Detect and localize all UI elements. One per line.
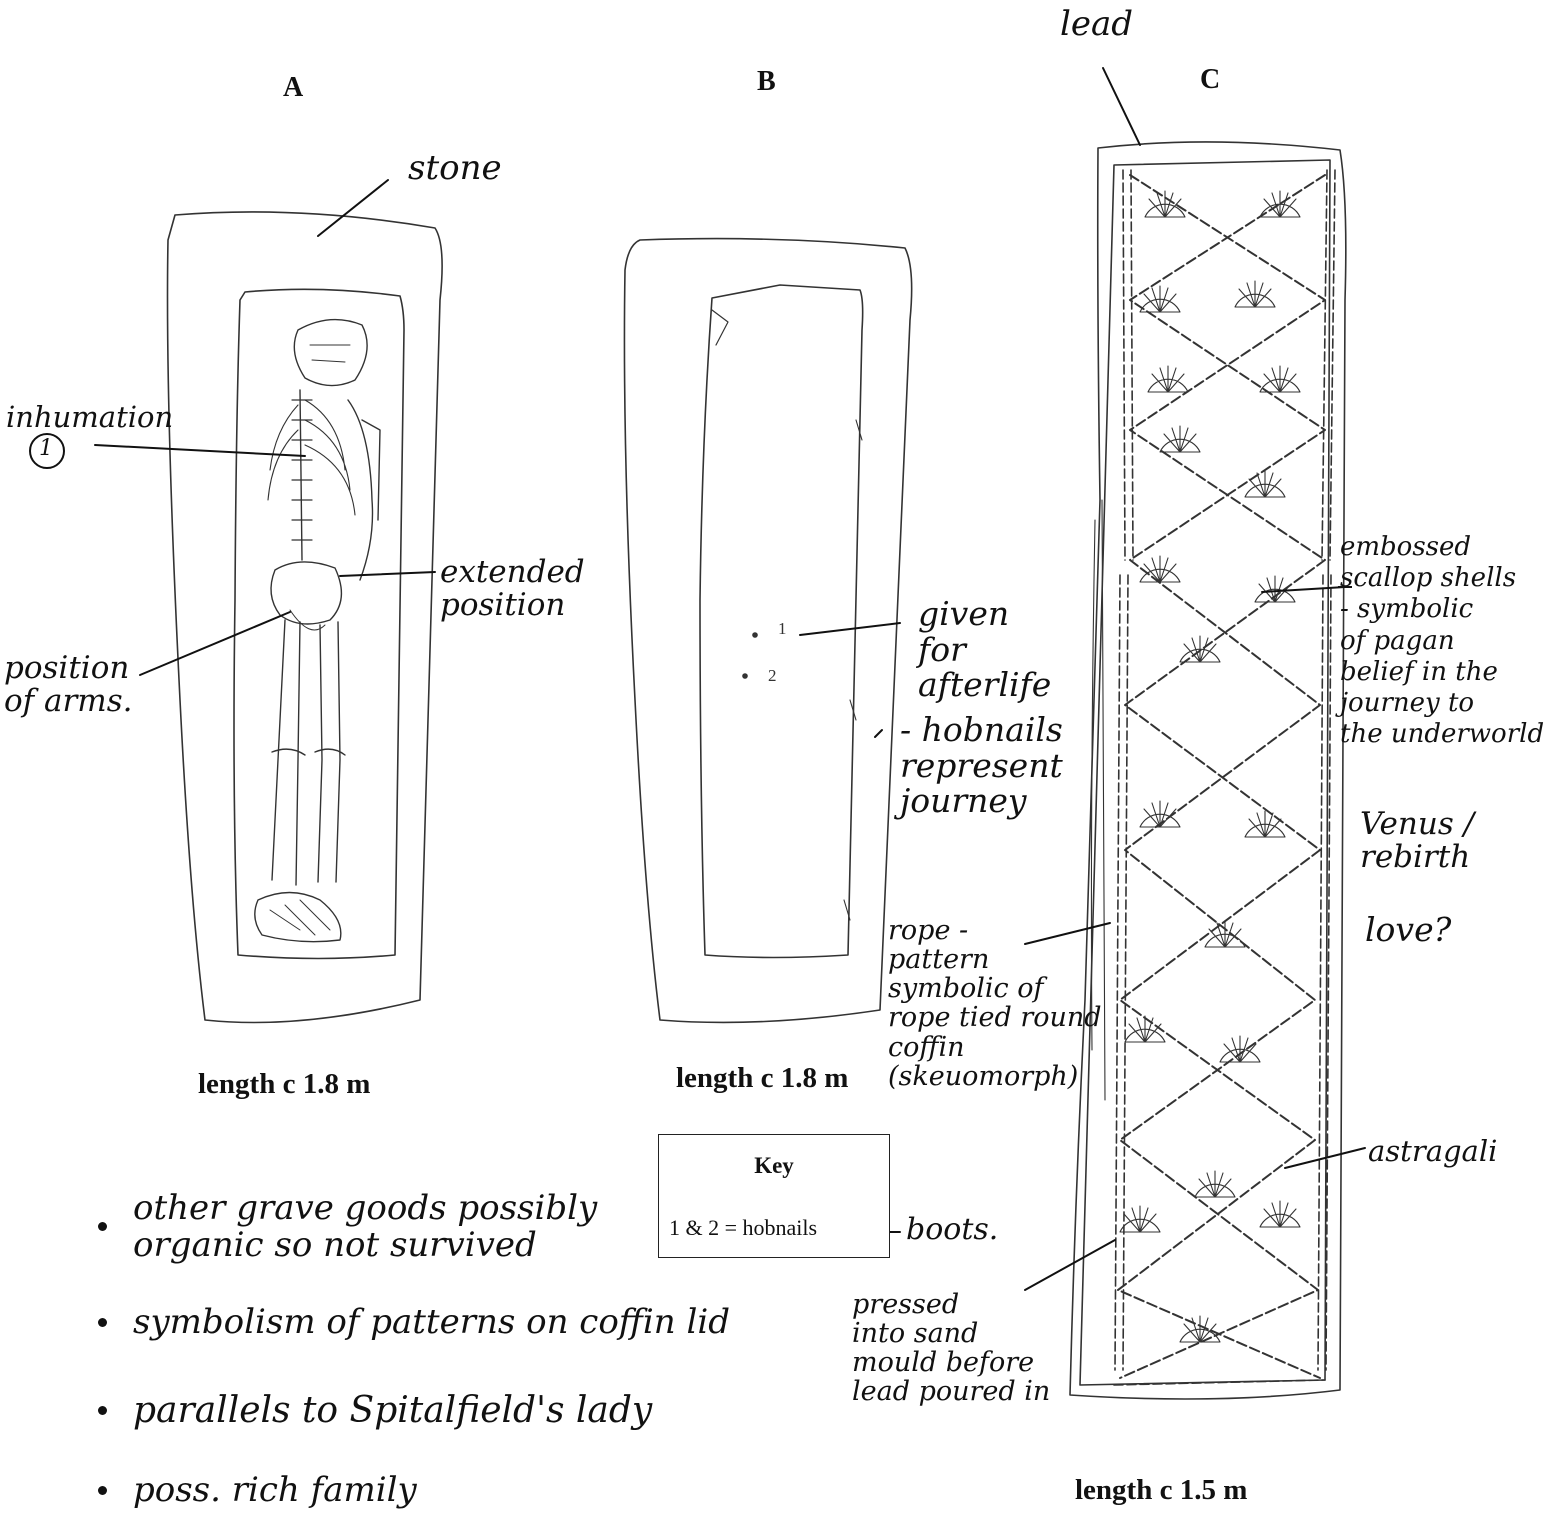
note-stone: stone xyxy=(408,148,502,188)
lead-coffin-lid-drawing xyxy=(1070,142,1346,1399)
note-inhumation-number: 1 xyxy=(39,436,53,461)
bullet-dot-icon xyxy=(98,1318,107,1327)
note-extended-position: extended position xyxy=(440,556,585,623)
key-entry: 1 & 2 = hobnails xyxy=(669,1215,817,1241)
bullet-dot-icon xyxy=(98,1222,107,1231)
note-hobnails-represent-journey: - hobnails represent journey xyxy=(900,712,1063,819)
panel-b-letter: B xyxy=(757,66,776,98)
note-bullet-3-text: parallels to Spitalfield's lady xyxy=(133,1390,652,1431)
note-bullet-4: poss. rich family xyxy=(98,1470,417,1510)
note-bullet-1-text: other grave goods possibly organic so no… xyxy=(133,1190,597,1263)
skeleton-drawing xyxy=(255,320,380,942)
panel-a-length: length c 1.8 m xyxy=(198,1068,370,1101)
key-title: Key xyxy=(659,1153,889,1179)
note-astragali: astragali xyxy=(1368,1134,1497,1168)
panel-a-letter: A xyxy=(283,72,303,104)
hobnail-1-label: 1 xyxy=(778,619,787,639)
note-lead: lead xyxy=(1060,4,1133,44)
note-given-for-afterlife: given for afterlife xyxy=(918,596,1051,703)
hobnail-2-label: 2 xyxy=(768,666,777,686)
note-inhumation: inhumation xyxy=(6,400,173,434)
stone-coffin-b-drawing xyxy=(624,239,911,1023)
key-box: Key 1 & 2 = hobnails xyxy=(658,1134,890,1258)
note-bullet-1: other grave goods possibly organic so no… xyxy=(98,1190,597,1263)
note-bullet-2: symbolism of patterns on coffin lid xyxy=(98,1302,730,1342)
panel-c-letter: C xyxy=(1200,64,1220,96)
note-bullet-3: parallels to Spitalfield's lady xyxy=(98,1390,652,1431)
note-position-of-arms: position of arms. xyxy=(4,652,132,719)
note-embossed-scallop-shells: embossed scallop shells - symbolic of pa… xyxy=(1340,532,1544,750)
bullet-dot-icon xyxy=(98,1406,107,1415)
note-boots: boots. xyxy=(906,1212,998,1247)
note-pressed-into-sand: pressed into sand mould before lead pour… xyxy=(852,1290,1050,1407)
annotation-leader-lines xyxy=(95,68,1365,1290)
note-bullet-2-text: symbolism of patterns on coffin lid xyxy=(133,1302,730,1342)
stone-coffin-a-drawing xyxy=(168,212,443,1023)
bullet-dot-icon xyxy=(98,1486,107,1495)
scallop-shells-drawing xyxy=(1120,191,1300,1342)
panel-c-length: length c 1.5 m xyxy=(1075,1474,1247,1507)
note-bullet-4-text: poss. rich family xyxy=(133,1470,417,1510)
note-venus-rebirth: Venus / rebirth xyxy=(1360,808,1474,875)
note-love: love? xyxy=(1365,910,1451,949)
note-rope-pattern: rope - pattern symbolic of rope tied rou… xyxy=(888,916,1102,1091)
panel-b-length: length c 1.8 m xyxy=(676,1062,848,1095)
